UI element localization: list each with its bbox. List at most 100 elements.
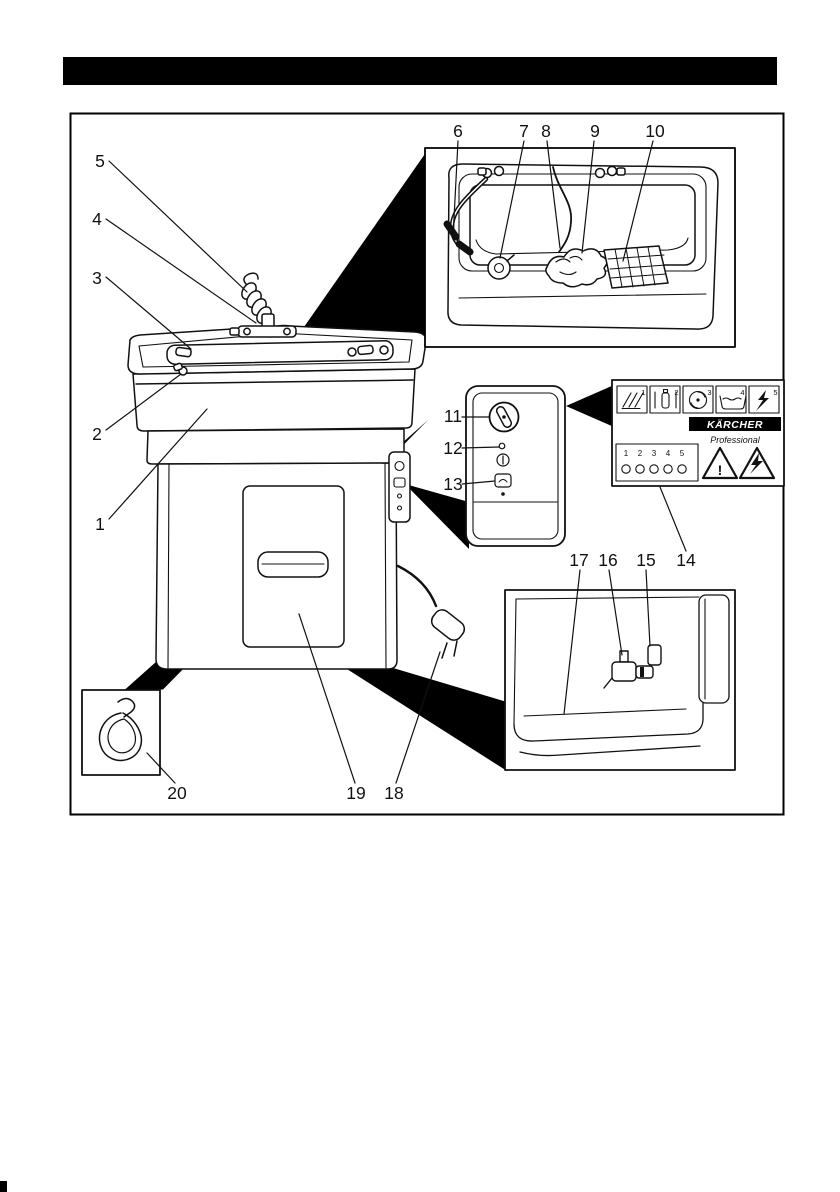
control-panel-frame: [465, 385, 566, 547]
callout-10: 10: [645, 121, 665, 141]
sticker-pictograms: [616, 385, 780, 414]
pictogram-index-1: 1: [641, 388, 645, 397]
leader-16: [608, 569, 623, 656]
valve-outlet: [635, 665, 654, 679]
warning-triangles: [701, 446, 776, 480]
cabinet-edge-left: [167, 463, 170, 669]
callout-labels: 1 2 3 4 5 6 7 8 9 10 11 12 13 14 15 16 1…: [92, 121, 696, 803]
exclamation-warning-icon: [701, 446, 739, 480]
zoom-strainer: [487, 254, 515, 280]
callout-19: 19: [346, 783, 365, 803]
pictogram-box-5: [748, 385, 780, 414]
leader-20: [146, 752, 176, 784]
wedge-panel-zoom: [405, 484, 469, 549]
pictogram-index-5: 5: [773, 388, 777, 397]
line-art: [81, 140, 785, 784]
leader-17: [563, 569, 581, 715]
leader-2: [105, 373, 182, 431]
leader-9: [581, 140, 595, 254]
wedge-drain-zoom: [303, 641, 507, 771]
pictogram-index-4: 4: [740, 388, 744, 397]
power-cord: [396, 564, 466, 659]
cable-hook-drawing: [98, 697, 143, 762]
leader-4: [105, 218, 257, 324]
power-plug: [430, 609, 466, 659]
wedge-basin-zoom: [297, 151, 427, 346]
led-number-1: 1: [624, 449, 629, 458]
leader-12: [461, 446, 500, 449]
hose-coupling-icon: [443, 220, 460, 241]
parts-washer-drawing: [127, 272, 466, 670]
drain-valve: [603, 644, 662, 689]
led-number-4: 4: [666, 449, 671, 458]
hook-zoom-frame: [81, 689, 161, 776]
tank-side-column: [698, 594, 730, 704]
callout-8: 8: [541, 121, 551, 141]
rim-fittings: [173, 344, 389, 376]
leader-3: [105, 276, 192, 350]
spray-jets-icon: [621, 392, 644, 410]
basin-zoom-drawing: [443, 163, 719, 330]
leader-5: [108, 160, 248, 293]
tank-left-wall: [513, 598, 517, 725]
warning-bolt-glyph: [750, 453, 763, 474]
callout-7: 7: [519, 121, 529, 141]
detergent-bottle-icon: [654, 388, 677, 409]
leader-14: [659, 486, 687, 552]
indicator-led: [498, 442, 506, 450]
right-fitting-b: [357, 344, 374, 356]
tank-front-lip: [519, 745, 701, 757]
callout-13: 13: [443, 474, 462, 494]
basin-body: [132, 368, 416, 432]
faucet-assembly: [229, 313, 297, 338]
header-bar: [63, 57, 777, 85]
zoom-front-line: [458, 293, 707, 299]
zoom-right-tap: [594, 165, 626, 179]
basin-opening: [166, 340, 394, 365]
tank-floor-edge: [513, 702, 704, 742]
led-number-3: 3: [652, 449, 657, 458]
pictogram-index-3: 3: [707, 388, 711, 397]
callout-17: 17: [569, 550, 588, 570]
tank-back-edge: [515, 596, 700, 600]
led-number-5: 5: [680, 449, 685, 458]
drain-zoom-inset: [504, 589, 736, 771]
pictogram-box-4: [715, 385, 747, 414]
basin-body-seam: [135, 379, 414, 385]
brand-line-text: Professional: [710, 435, 761, 445]
callout-6: 6: [453, 121, 463, 141]
leader-10: [622, 140, 654, 262]
cable-loop-outer: [98, 712, 143, 762]
leader-lines: [105, 140, 687, 784]
tank-floor-line: [523, 708, 687, 717]
leader-1: [108, 408, 208, 520]
hose-end: [243, 272, 259, 286]
callout-5: 5: [95, 151, 105, 171]
callout-12: 12: [443, 438, 462, 458]
callout-4: 4: [92, 209, 102, 229]
zoom-cloth: [545, 248, 608, 288]
callout-11: 11: [444, 406, 462, 426]
wedge-sticker-zoom: [566, 385, 614, 427]
callout-20: 20: [167, 783, 187, 803]
zoom-left-tap: [477, 165, 505, 179]
side-control-box: [388, 451, 411, 523]
pictogram-box-3: [682, 385, 714, 414]
callout-3: 3: [92, 268, 102, 288]
cable-loop-inner: [107, 718, 137, 754]
zoom-thin-hose: [552, 166, 572, 253]
cabinet-top: [146, 428, 405, 465]
pump-rotor-icon: [688, 390, 708, 410]
callout-14: 14: [676, 550, 696, 570]
brand-logo-text: KÄRCHER: [707, 418, 763, 431]
control-panel-inset: [465, 385, 566, 547]
valve-body: [611, 661, 637, 682]
sticker-texts: 1 2 3 4 5 KÄRCHER Professional 1 2 3 4 5…: [624, 388, 778, 478]
plug-prongs: [441, 640, 458, 659]
voltage-bolt-icon: [756, 390, 769, 411]
power-indicator-icon: [496, 453, 510, 467]
type-label-inset: [611, 379, 785, 487]
wash-basin-icon: [719, 395, 747, 410]
